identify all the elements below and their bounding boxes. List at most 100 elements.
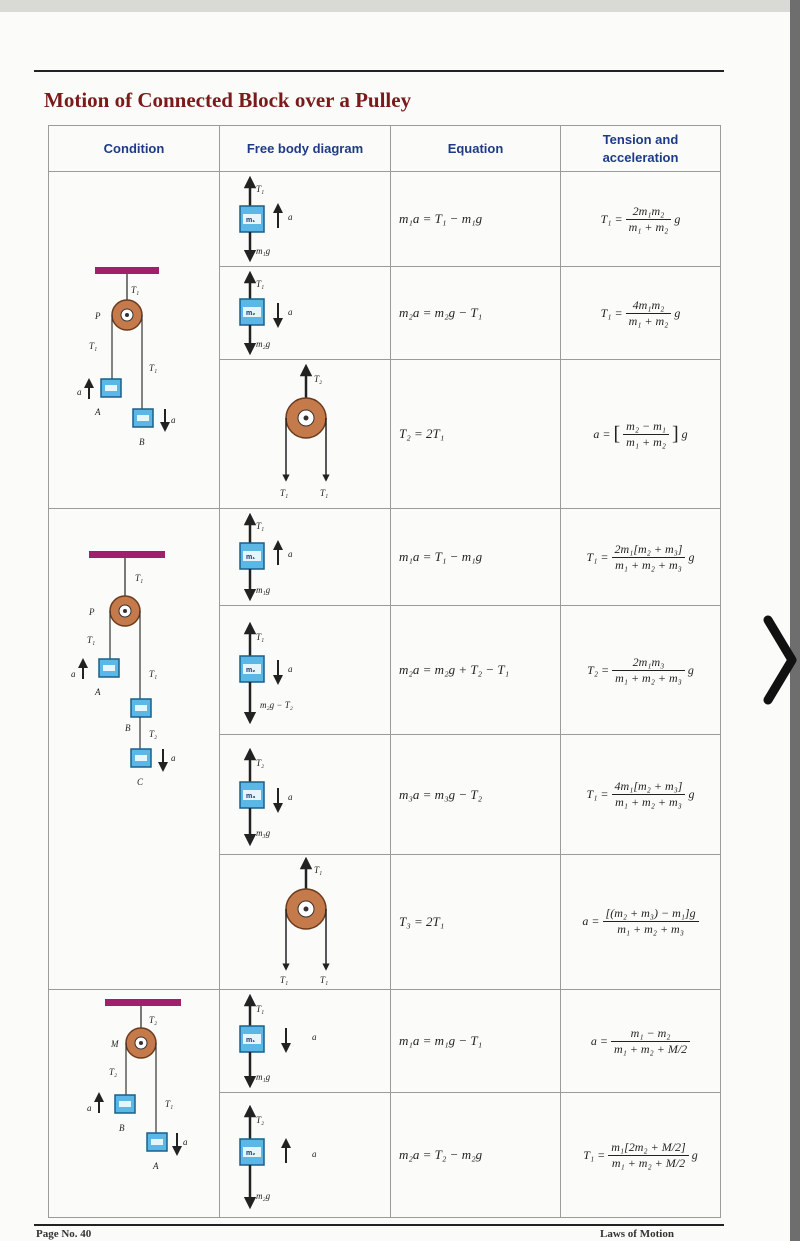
fbd-8: T₁ m₁ a m₁g <box>219 989 391 1093</box>
page-top-edge <box>0 0 790 12</box>
svg-text:m₃: m₃ <box>246 793 255 800</box>
svg-text:m₂: m₂ <box>246 667 255 674</box>
svg-text:a: a <box>87 1103 92 1113</box>
ceiling-beam <box>105 998 181 1006</box>
svg-text:A: A <box>94 407 101 417</box>
atwood-three-mass-diagram: T₁ P T₁ T₁ A a B <box>71 551 176 787</box>
svg-text:T₂: T₂ <box>256 758 264 768</box>
table-row: T₁ P T₁ T₁ A a B <box>48 171 721 509</box>
svg-text:a: a <box>288 307 293 317</box>
fbd-block-m1-up: T₁ m₁ a m₁g <box>239 512 293 602</box>
chapter-name: Laws of Motion <box>600 1228 674 1240</box>
fbd-pulley-1: T₂ T₁ T₁ <box>280 363 330 498</box>
svg-text:T₁: T₁ <box>280 488 288 498</box>
svg-text:m₃g: m₃g <box>256 828 271 838</box>
fbd-7: T₁ T₁ T₁ <box>219 853 391 991</box>
svg-text:T₁: T₁ <box>256 279 264 289</box>
massive-pulley-diagram: T₂ M T₂ T₁ B a A <box>87 998 188 1171</box>
svg-text:M: M <box>110 1039 119 1049</box>
fbd-2: T₁ m₂ a m₂g <box>219 266 391 360</box>
fbd-block-m2-up: T₂ m₂ a m₂g <box>239 1104 317 1210</box>
svg-text:a: a <box>312 1149 317 1159</box>
svg-text:B: B <box>125 723 131 733</box>
svg-text:T₁: T₁ <box>149 669 157 679</box>
svg-text:T₂: T₂ <box>109 1067 117 1077</box>
svg-text:T₁: T₁ <box>89 341 97 351</box>
table-row: T₁ P T₁ T₁ A a B <box>48 507 721 990</box>
fbd-block-m3-down: T₂ m₃ a m₃g <box>239 747 293 846</box>
table-row: T₂ M T₂ T₁ B a A <box>48 989 721 1218</box>
svg-text:T₁: T₁ <box>280 975 288 985</box>
header-tension: Tension and acceleration <box>560 125 721 172</box>
svg-text:m₁g: m₁g <box>256 1072 271 1082</box>
svg-text:m₁: m₁ <box>246 1037 255 1044</box>
equation-5: m₂a = m₂g + T₂ − T₁ <box>390 605 561 736</box>
fbd-block-m2-down: T₁ m₂ a m₂g − T₂ <box>239 622 293 725</box>
header-fbd: Free body diagram <box>219 125 391 172</box>
fbd-pulley-2: T₁ T₁ T₁ <box>280 856 330 985</box>
page-number: Page No. 40 <box>36 1228 92 1240</box>
svg-text:B: B <box>139 437 145 447</box>
svg-text:A: A <box>94 687 101 697</box>
svg-text:T₁: T₁ <box>320 975 328 985</box>
header-row: Condition Free body diagram Equation Ten… <box>48 125 721 172</box>
table-row: T₂ m₃ a m₃g m₃a = m₃g − T₂ T₁ =4m₁[m₂ + … <box>49 734 721 855</box>
condition-diagram-3: T₂ M T₂ T₁ B a A <box>48 989 220 1218</box>
svg-text:m₂: m₂ <box>246 1150 255 1157</box>
fbd-4: T₁ m₁ a m₁g <box>219 507 391 607</box>
svg-text:a: a <box>183 1137 188 1147</box>
equation-3: T₂ = 2T₁ <box>390 359 561 509</box>
chevron-right-icon[interactable] <box>760 610 800 710</box>
top-rule <box>34 70 724 72</box>
condition-diagram-1: T₁ P T₁ T₁ A a B <box>48 171 220 509</box>
svg-text:m₂g: m₂g <box>256 339 271 349</box>
svg-text:T₁: T₁ <box>320 488 328 498</box>
svg-text:T₂: T₂ <box>314 374 322 384</box>
svg-text:a: a <box>171 415 176 425</box>
svg-text:m₂g: m₂g <box>256 1191 271 1201</box>
fbd-9: T₂ m₂ a m₂g <box>219 1092 391 1218</box>
fbd-3: T₂ T₁ T₁ <box>219 359 391 509</box>
page-title: Motion of Connected Block over a Pulley <box>44 88 412 112</box>
equation-4: m₁a = T₁ − m₁g <box>390 507 561 607</box>
fbd-block-m1-down: T₁ m₁ a m₁g <box>239 993 317 1089</box>
pulley-table: Condition Free body diagram Equation Ten… <box>48 125 721 1218</box>
fbd-5: T₁ m₂ a m₂g − T₂ <box>219 605 391 736</box>
ceiling-beam <box>89 551 165 558</box>
svg-text:T₁: T₁ <box>87 635 95 645</box>
svg-text:m₁g: m₁g <box>256 585 271 595</box>
svg-text:C: C <box>137 777 144 787</box>
svg-text:T₁: T₁ <box>149 363 157 373</box>
svg-text:T₁: T₁ <box>131 285 139 295</box>
svg-text:a: a <box>288 792 293 802</box>
svg-text:B: B <box>119 1123 125 1133</box>
ceiling-beam <box>95 267 159 274</box>
svg-text:T₁: T₁ <box>256 521 264 531</box>
svg-text:a: a <box>288 549 293 559</box>
svg-text:T₁: T₁ <box>165 1099 173 1109</box>
atwood-two-mass-diagram: T₁ P T₁ T₁ A a B <box>77 267 176 447</box>
fbd-6: T₂ m₃ a m₃g <box>219 734 391 855</box>
table-row: T₁ m₂ a m₂g − T₂ m₂a = m₂g + T₂ − T₁ T₂ … <box>49 605 721 736</box>
svg-text:T₁: T₁ <box>135 573 143 583</box>
svg-text:a: a <box>288 664 293 674</box>
svg-text:a: a <box>288 212 293 222</box>
svg-text:P: P <box>94 311 101 321</box>
svg-text:a: a <box>71 669 76 679</box>
svg-text:m₁: m₁ <box>246 217 255 224</box>
condition-diagram-2: T₁ P T₁ T₁ A a B <box>48 508 220 990</box>
svg-text:m₁g: m₁g <box>256 246 271 256</box>
header-equation: Equation <box>390 125 561 172</box>
equation-1: m₁a = T₁ − m₁g <box>390 171 561 267</box>
svg-text:T₂: T₂ <box>256 1115 264 1125</box>
svg-text:T₁: T₁ <box>256 1004 264 1014</box>
